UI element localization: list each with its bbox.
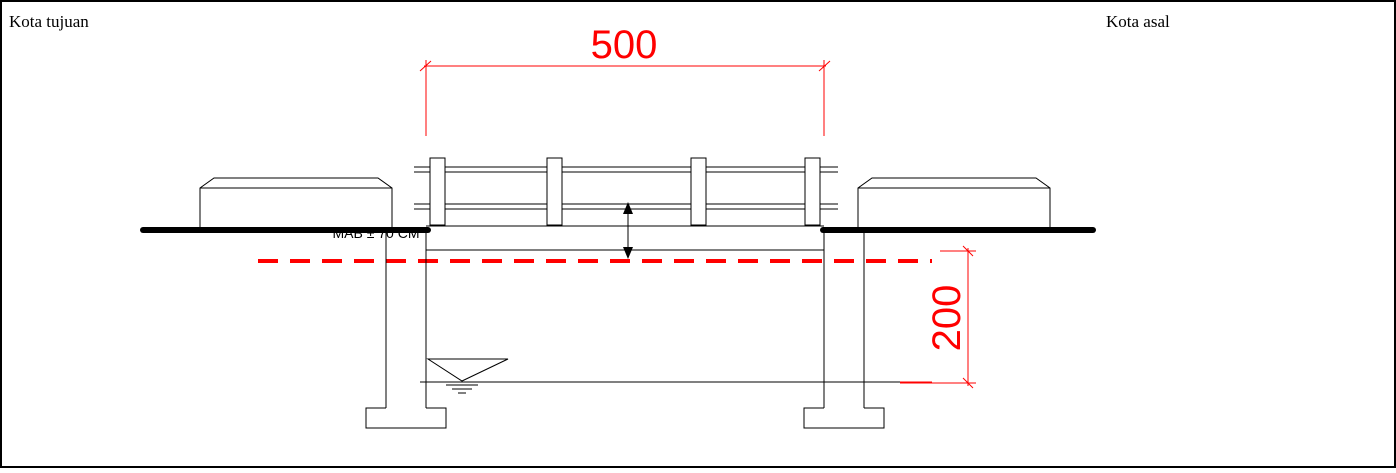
span-dimension (419, 60, 831, 136)
water-level-symbol (426, 358, 509, 394)
abutment-right (803, 232, 885, 429)
height-tick-top (962, 245, 974, 257)
span-tick-right (818, 60, 831, 72)
abutment-left (365, 232, 447, 429)
origin-city-label: Kota asal (1106, 12, 1170, 31)
height-tick-bottom (962, 377, 974, 389)
railing-post (546, 157, 563, 226)
destination-city-label: Kota tujuan (9, 12, 89, 31)
railing-post (690, 157, 707, 226)
vehicle-left (199, 177, 393, 228)
water-level-note: MAB ± 70 CM (332, 225, 419, 241)
height-dimension-text: 200 (925, 285, 969, 352)
railing-post (804, 157, 821, 226)
vehicle-right (857, 177, 1051, 228)
span-dimension-text: 500 (591, 23, 658, 67)
railing (414, 157, 838, 226)
railing-post (429, 157, 446, 226)
clearance-arrow (623, 202, 633, 259)
span-tick-left (419, 60, 432, 72)
height-dimension (900, 245, 976, 389)
